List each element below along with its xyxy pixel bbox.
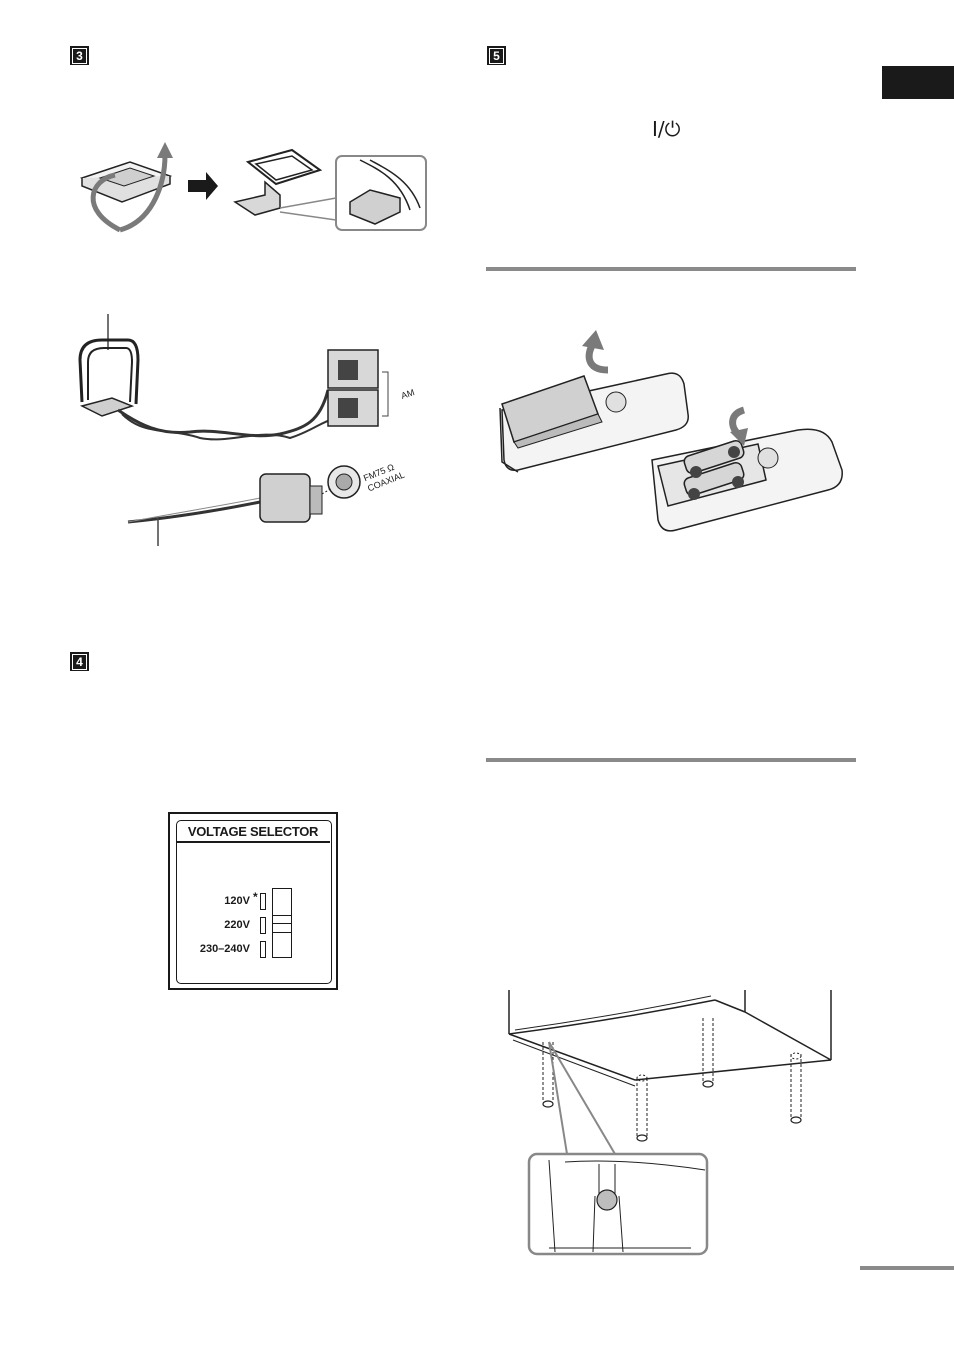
voltage-slot-120v (260, 893, 266, 910)
loop-antenna-assembly-illustration (79, 142, 427, 233)
voltage-option-120v: 120V (224, 895, 250, 907)
section-rule-speaker-pads (486, 758, 856, 762)
voltage-selector-panel: VOLTAGE SELECTOR 120V * 220V 230–240V (168, 812, 338, 990)
step-5-marker: 5 (487, 46, 506, 65)
voltage-selector-title-divider (177, 841, 330, 843)
voltage-option-220v: 220V (224, 919, 250, 931)
step-3-number: 3 (72, 47, 87, 64)
step-4-marker: 4 (70, 652, 89, 671)
remote-battery-illustration (499, 330, 843, 532)
power-button-symbol: I/⏻ (652, 117, 681, 141)
voltage-slot-230-240v (260, 941, 266, 958)
voltage-selector-inner-frame (176, 820, 332, 984)
step-3-marker: 3 (70, 46, 89, 65)
voltage-switch-track[interactable] (272, 888, 292, 958)
voltage-switch-slider-mark (273, 923, 291, 924)
step-4-number: 4 (72, 653, 87, 670)
continued-rule (860, 1266, 954, 1270)
antenna-connection-illustration (78, 314, 389, 546)
section-rule-remote (486, 267, 856, 271)
voltage-option-asterisk: * (253, 890, 258, 904)
voltage-selector-title: VOLTAGE SELECTOR (187, 824, 319, 839)
speaker-foot-pad-illustration (508, 990, 832, 1256)
step-5-number: 5 (489, 47, 504, 64)
voltage-option-230-240v: 230–240V (199, 943, 250, 955)
voltage-slot-220v (260, 917, 266, 934)
voltage-switch-slider (273, 915, 291, 933)
page-tab (882, 66, 954, 99)
